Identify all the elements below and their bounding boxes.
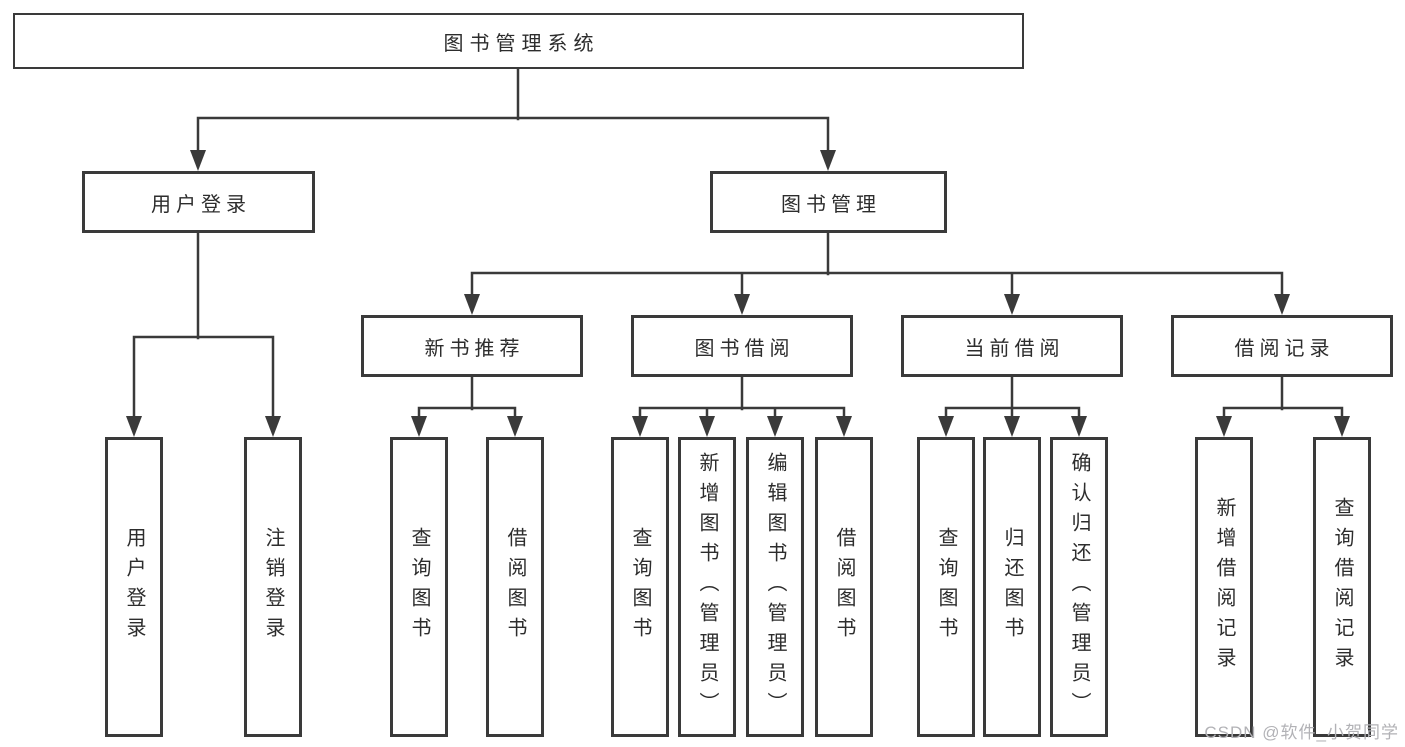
- node-leaf-recommend-borrow-books: 借阅图书: [486, 437, 544, 737]
- arrow-down-icon: [1334, 416, 1350, 437]
- arrow-down-icon: [734, 294, 750, 315]
- arrow-down-icon: [632, 416, 648, 437]
- arrow-down-icon: [767, 416, 783, 437]
- node-leaf-current-query-books-label: 查询图书: [935, 527, 957, 647]
- node-leaf-current-return-books-label: 归还图书: [1001, 527, 1023, 647]
- node-leaf-borrow-borrow-books: 借阅图书: [815, 437, 873, 737]
- arrow-down-icon: [190, 150, 206, 171]
- arrow-down-icon: [1071, 416, 1087, 437]
- node-root-label: 图书管理系统: [443, 32, 600, 55]
- node-leaf-current-return-books: 归还图书: [983, 437, 1041, 737]
- node-book-management: 图书管理: [710, 171, 947, 233]
- node-leaf-recommend-query-books: 查询图书: [390, 437, 448, 737]
- arrow-down-icon: [464, 294, 480, 315]
- node-leaf-borrow-add-books-admin-label: 新增图书（管理员）: [696, 452, 718, 722]
- node-leaf-borrow-add-books-admin: 新增图书（管理员）: [678, 437, 736, 737]
- node-leaf-records-query-record-label: 查询借阅记录: [1331, 497, 1353, 677]
- node-leaf-records-add-record-label: 新增借阅记录: [1213, 497, 1235, 677]
- arrow-down-icon: [1274, 294, 1290, 315]
- arrow-down-icon: [507, 416, 523, 437]
- node-leaf-borrow-query-books-label: 查询图书: [629, 527, 651, 647]
- arrow-down-icon: [836, 416, 852, 437]
- node-leaf-user-login-label: 用户登录: [123, 527, 145, 647]
- csdn-watermark: CSDN @软件_小贺同学: [1204, 723, 1399, 742]
- node-book-borrow-label: 图书借阅: [694, 337, 795, 360]
- arrow-down-icon: [1004, 416, 1020, 437]
- node-leaf-recommend-query-books-label: 查询图书: [408, 527, 430, 647]
- arrow-down-icon: [1216, 416, 1232, 437]
- arrow-down-icon: [938, 416, 954, 437]
- node-user-login-branch-label: 用户登录: [151, 193, 251, 216]
- node-leaf-user-login: 用户登录: [105, 437, 163, 737]
- arrow-down-icon: [265, 416, 281, 437]
- arrow-down-icon: [1004, 294, 1020, 315]
- node-current-borrow: 当前借阅: [901, 315, 1123, 377]
- arrowheads: [126, 150, 1350, 437]
- node-leaf-current-confirm-return-admin: 确认归还（管理员）: [1050, 437, 1108, 737]
- node-user-login-branch: 用户登录: [82, 171, 315, 233]
- node-leaf-recommend-borrow-books-label: 借阅图书: [504, 527, 526, 647]
- node-leaf-current-query-books: 查询图书: [917, 437, 975, 737]
- arrow-down-icon: [411, 416, 427, 437]
- arrow-down-icon: [126, 416, 142, 437]
- node-new-book-recommend: 新书推荐: [361, 315, 583, 377]
- node-leaf-records-add-record: 新增借阅记录: [1195, 437, 1253, 737]
- node-leaf-logout-label: 注销登录: [262, 527, 284, 647]
- node-leaf-borrow-query-books: 查询图书: [611, 437, 669, 737]
- node-leaf-borrow-borrow-books-label: 借阅图书: [833, 527, 855, 647]
- arrow-down-icon: [820, 150, 836, 171]
- node-book-management-label: 图书管理: [781, 193, 881, 216]
- node-leaf-borrow-edit-books-admin-label: 编辑图书（管理员）: [764, 452, 786, 722]
- node-current-borrow-label: 当前借阅: [964, 337, 1065, 360]
- node-root: 图书管理系统: [13, 13, 1024, 69]
- arrow-down-icon: [699, 416, 715, 437]
- node-new-book-recommend-label: 新书推荐: [424, 337, 525, 360]
- node-leaf-logout: 注销登录: [244, 437, 302, 737]
- node-book-borrow: 图书借阅: [631, 315, 853, 377]
- node-leaf-borrow-edit-books-admin: 编辑图书（管理员）: [746, 437, 804, 737]
- node-leaf-current-confirm-return-admin-label: 确认归还（管理员）: [1068, 452, 1090, 722]
- node-borrow-records-label: 借阅记录: [1234, 337, 1335, 360]
- node-leaf-records-query-record: 查询借阅记录: [1313, 437, 1371, 737]
- node-borrow-records: 借阅记录: [1171, 315, 1393, 377]
